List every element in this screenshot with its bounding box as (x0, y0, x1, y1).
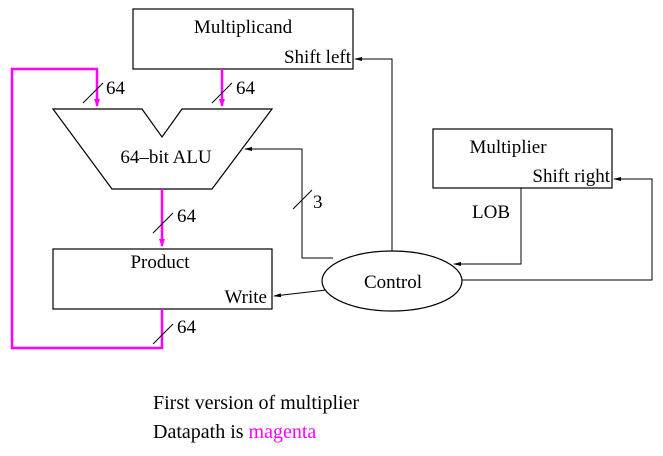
control-title: Control (364, 272, 422, 293)
alu-op-signal (244, 147, 333, 259)
control-unit: Control (321, 250, 463, 312)
multiplier-shift-right-label: Shift right (532, 166, 610, 187)
bus-width-control-to-alu: 3 (313, 192, 323, 213)
bus-width-product-out: 64 (177, 317, 197, 338)
bus-width-feedback-to-alu: 64 (106, 78, 126, 99)
lob-signal (453, 188, 522, 266)
caption-line2-prefix: Datapath is (153, 421, 249, 443)
bus-slash (152, 212, 174, 234)
product-write-label: Write (225, 287, 268, 308)
caption-line1: First version of multiplier (153, 392, 359, 414)
product-register: Product Write (52, 248, 273, 310)
product-title: Product (130, 252, 190, 273)
control-signals: LOB (244, 57, 653, 298)
multiplier-register: Multiplier Shift right (432, 128, 613, 189)
alu: 64–bit ALU (51, 108, 274, 190)
multiplier-title: Multiplier (469, 137, 547, 158)
alu-title: 64–bit ALU (120, 147, 212, 168)
caption-line2: Datapath is magenta (153, 421, 316, 443)
multiplicand-register: Multiplicand Shift left (132, 8, 354, 70)
lob-label: LOB (472, 202, 510, 223)
bus-width-alu-to-product: 64 (177, 206, 197, 227)
multiplicand-title: Multiplicand (194, 17, 293, 38)
shift-right-signal (462, 177, 653, 281)
product-feedback-bus (10, 67, 164, 350)
datapath (10, 67, 225, 350)
bus-width-annotations: 64 64 64 64 3 (82, 78, 323, 345)
bus-width-multiplicand-to-alu: 64 (236, 78, 256, 99)
caption-line2-highlight: magenta (249, 421, 317, 443)
bus-slash (152, 323, 174, 345)
multiplicand-shift-left-label: Shift left (284, 47, 352, 68)
shift-left-signal (354, 57, 393, 251)
bus-slash (211, 82, 233, 104)
write-signal (273, 289, 327, 298)
caption: First version of multiplier Datapath is … (153, 392, 359, 443)
bus-slash (82, 82, 104, 104)
